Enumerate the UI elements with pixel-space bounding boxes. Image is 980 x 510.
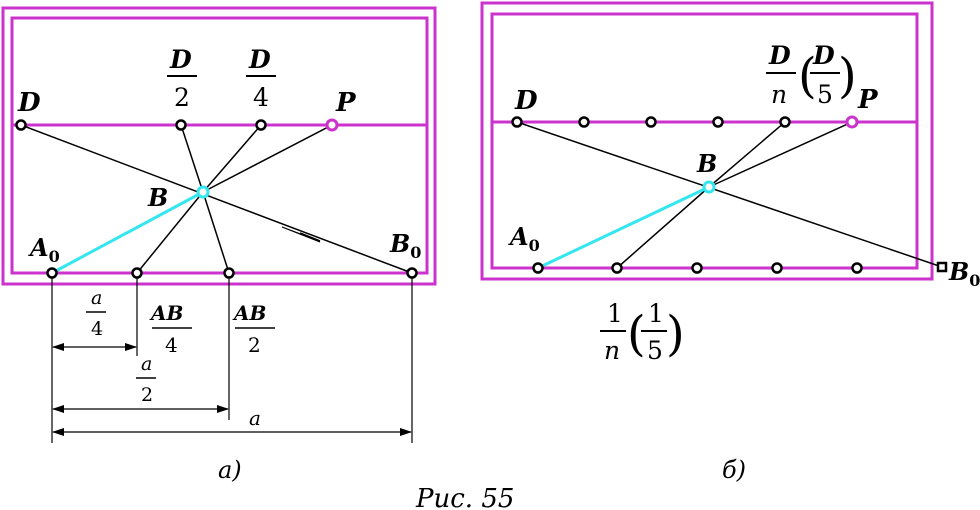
- label-A0-sub: 0: [49, 247, 60, 266]
- panel-b: D n ( D 5 ) D P B A0 B0 1 n ( 1 5 ) б): [480, 1, 980, 484]
- label-B-a: B: [147, 183, 168, 212]
- label-B0-main: B: [389, 229, 410, 258]
- point-A0-b: [532, 262, 544, 274]
- point-top-4-b: [712, 116, 724, 128]
- label-D2-den: 2: [174, 83, 190, 112]
- label-P-a: P: [335, 88, 357, 118]
- label-Dn-den: n: [771, 80, 787, 109]
- point-D2-a: [175, 119, 187, 131]
- cyan-line-A0-B-b: [537, 185, 710, 270]
- line-D-B0: [20, 124, 413, 274]
- paren-open: (: [627, 306, 646, 362]
- label-A0-main: A: [28, 233, 49, 262]
- label-A0-a: A0: [28, 233, 60, 266]
- dim-AB2-den: 2: [248, 333, 261, 357]
- label-D2-num: D: [169, 45, 192, 74]
- label-B0-b: B0: [948, 257, 980, 290]
- label-D-a: D: [17, 88, 41, 118]
- dim-a2-num: a: [141, 353, 152, 375]
- label-D4-den: 4: [253, 83, 269, 112]
- dim-a: a: [249, 406, 261, 430]
- line-B-1n: [616, 186, 710, 269]
- dim-AB4-den: 4: [165, 333, 178, 357]
- paren-open: (: [798, 48, 817, 104]
- direction-arrow-shaft: [299, 232, 321, 242]
- paren-close: ): [666, 306, 685, 362]
- point-bottom-4-b: [771, 262, 783, 274]
- label-D5-den: 5: [817, 80, 833, 109]
- label-D-b: D: [514, 86, 538, 116]
- dim-AB4-num: AB: [149, 301, 183, 325]
- point-A0-a: [46, 267, 58, 279]
- line-B-D2: [180, 124, 204, 193]
- caption-b: б): [722, 456, 746, 484]
- line-B-Dn: [708, 121, 786, 188]
- point-B-a: [196, 185, 210, 199]
- label-1n-num: 1: [607, 299, 623, 328]
- label-B0-main: B: [948, 257, 969, 286]
- point-D-a: [15, 119, 27, 131]
- label-B0-sub: 0: [410, 243, 421, 262]
- point-a4-a: [131, 267, 143, 279]
- line-B-P: [202, 124, 333, 193]
- label-A0-sub: 0: [529, 236, 540, 255]
- dim-a2-den: 2: [141, 384, 153, 406]
- label-Dn-num: D: [768, 41, 791, 70]
- point-bottom-3-b: [691, 262, 703, 274]
- point-Dn-b: [779, 116, 791, 128]
- label-15-den: 5: [647, 336, 663, 365]
- outer-frame-b: [480, 1, 934, 281]
- line-B-a2: [202, 191, 230, 274]
- point-top-3-b: [645, 116, 657, 128]
- label-1n-den: n: [604, 336, 620, 365]
- point-D-b: [511, 116, 523, 128]
- point-1n-b: [611, 262, 623, 274]
- dim-a4-den: 4: [91, 318, 103, 340]
- point-D4-a: [255, 119, 267, 131]
- label-D4-num: D: [248, 45, 271, 74]
- line-D-B0-b: [516, 121, 943, 268]
- figure-caption: Рис. 55: [415, 484, 514, 510]
- point-P-a: [325, 118, 339, 132]
- line-B-a4: [136, 191, 204, 274]
- label-B0-sub: 0: [969, 271, 980, 290]
- point-bottom-5-b: [851, 262, 863, 274]
- label-D5-num: D: [812, 41, 835, 70]
- label-P-b: P: [857, 85, 879, 115]
- inner-frame-a: [10, 16, 429, 275]
- cyan-line-A0-B: [51, 190, 204, 275]
- dim-AB2-num: AB: [232, 301, 266, 325]
- line-B-D4: [202, 124, 262, 193]
- label-B0-a: B0: [389, 229, 421, 262]
- dim-a4-num: a: [91, 287, 102, 309]
- paren-close: ): [838, 48, 857, 104]
- label-B-b: B: [696, 149, 717, 178]
- point-B0-a: [406, 267, 418, 279]
- point-B-b: [702, 180, 716, 194]
- inner-frame-b: [490, 12, 919, 270]
- point-P-b: [845, 115, 859, 129]
- point-top-2-b: [578, 116, 590, 128]
- panel-a: D D 2 D 4 P B A0 B0 a 4 AB 4 AB 2 a 2 a: [1, 6, 437, 484]
- label-A0-main: A: [508, 222, 529, 251]
- point-a2-a: [223, 267, 235, 279]
- line-B-P-b: [708, 121, 853, 188]
- direction-arrow-icon: [281, 226, 321, 243]
- label-A0-b: A0: [508, 222, 540, 255]
- caption-a: а): [218, 456, 242, 484]
- outer-frame-a: [1, 6, 437, 286]
- label-15-num: 1: [648, 299, 664, 328]
- point-B0-b: [936, 261, 948, 273]
